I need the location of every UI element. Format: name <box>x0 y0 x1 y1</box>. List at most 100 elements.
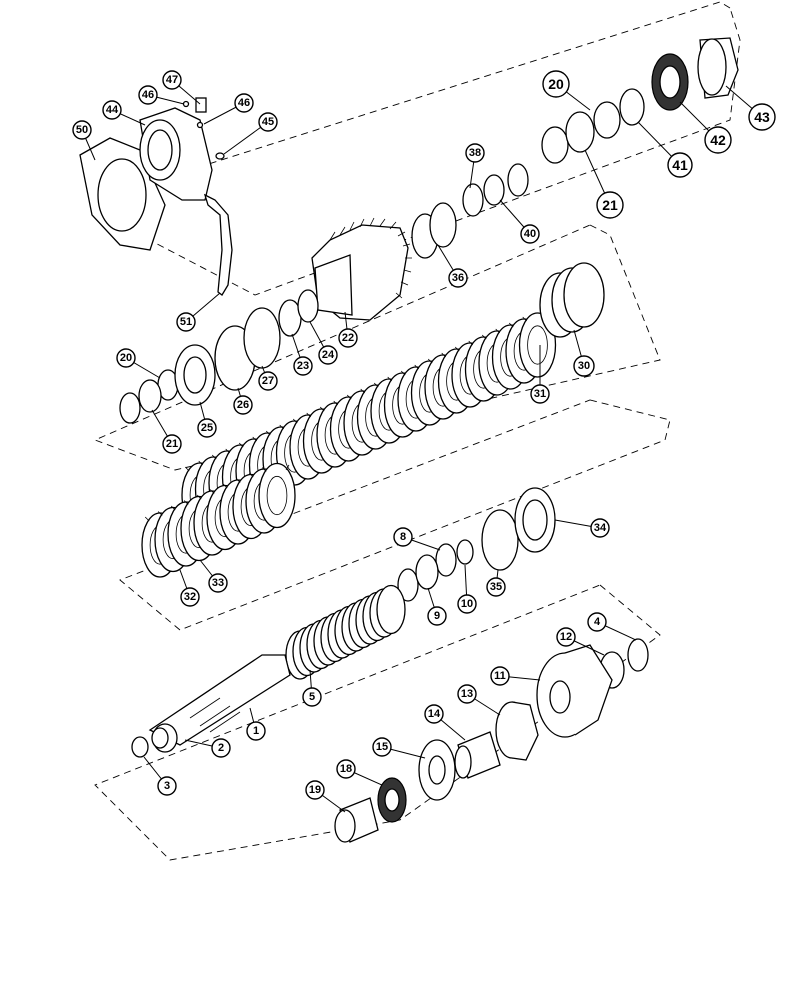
clutch-pack-31 <box>181 312 557 528</box>
callout-40: 40 <box>499 199 540 244</box>
phantom-outline-clutch <box>119 399 671 631</box>
callout-label: 2 <box>218 742 224 754</box>
cup-19 <box>334 797 379 843</box>
spacer-40 <box>483 174 505 206</box>
callout-41: 41 <box>637 121 693 178</box>
callout-13: 13 <box>457 684 501 716</box>
cone-bearing-18 <box>377 777 407 823</box>
callout-20: 20 <box>116 348 161 379</box>
callout-label: 42 <box>710 132 726 148</box>
thrust-bearing-21-lower <box>138 379 162 413</box>
callout-15: 15 <box>372 737 426 759</box>
callout-9: 9 <box>427 587 447 626</box>
callout-label: 47 <box>166 74 178 86</box>
plug-45 <box>215 152 225 160</box>
callout-label: 20 <box>120 352 132 364</box>
callout-42: 42 <box>679 101 732 154</box>
shaft-1 <box>148 654 291 753</box>
callout-label: 50 <box>76 124 88 136</box>
callout-23: 23 <box>291 333 313 376</box>
callout-24: 24 <box>309 321 338 365</box>
snap-ring-4 <box>627 638 649 672</box>
callout-label: 20 <box>548 76 564 92</box>
washer-46 <box>182 100 204 129</box>
callout-5: 5 <box>302 669 322 707</box>
callout-label: 3 <box>164 780 170 792</box>
callout-label: 31 <box>534 388 546 400</box>
callout-20: 20 <box>542 70 591 111</box>
callout-label: 4 <box>594 616 601 628</box>
gear-13 <box>495 701 539 761</box>
callout-25: 25 <box>197 401 217 438</box>
callout-36: 36 <box>437 244 468 288</box>
seal-24 <box>297 289 319 323</box>
bushing-2 <box>151 727 169 749</box>
callout-30: 30 <box>573 329 595 377</box>
callout-label: 45 <box>262 116 274 128</box>
seal-ring-27 <box>243 307 281 369</box>
needle-bearing-3 <box>131 736 149 758</box>
callout-label: 51 <box>180 316 192 328</box>
callout-label: 35 <box>490 581 502 593</box>
spring-30 <box>539 262 605 338</box>
needle-bearing-38 <box>462 163 529 217</box>
callout-21: 21 <box>584 149 624 219</box>
callout-label: 25 <box>201 422 213 434</box>
piston-25 <box>174 344 216 406</box>
callout-label: 32 <box>184 591 196 603</box>
thrust-bearing-21-upper <box>565 111 595 153</box>
snap-ring-35 <box>481 509 519 571</box>
callout-45: 45 <box>223 112 278 155</box>
callout-label: 10 <box>461 598 473 610</box>
callout-27: 27 <box>258 365 278 391</box>
callout-34: 34 <box>554 518 610 538</box>
callout-label: 38 <box>469 147 481 159</box>
callout-label: 24 <box>322 349 335 361</box>
callout-32: 32 <box>179 569 200 607</box>
phantom-outline-middle <box>93 224 661 471</box>
callout-label: 30 <box>578 360 590 372</box>
callout-21: 21 <box>151 409 182 454</box>
callout-19: 19 <box>305 780 346 813</box>
callout-label: 46 <box>142 89 154 101</box>
callout-label: 19 <box>309 784 321 796</box>
spring-5 <box>285 584 406 680</box>
callout-43: 43 <box>725 85 776 131</box>
end-plate-34 <box>514 487 556 553</box>
callout-31: 31 <box>530 345 550 404</box>
callout-51: 51 <box>176 292 221 332</box>
lube-tube-51 <box>203 193 233 296</box>
callout-label: 22 <box>342 332 354 344</box>
callout-46: 46 <box>203 93 254 125</box>
callout-44: 44 <box>102 100 146 126</box>
callout-46: 46 <box>138 85 185 105</box>
phantom-outline-lower <box>94 584 661 861</box>
callout-label: 36 <box>452 272 464 284</box>
callout-label: 23 <box>297 360 309 372</box>
thrust-bearing-9 <box>415 554 439 590</box>
callout-label: 41 <box>672 157 688 173</box>
callout-label: 12 <box>560 631 572 643</box>
callout-35: 35 <box>486 569 506 597</box>
callout-18: 18 <box>336 759 383 786</box>
callout-3: 3 <box>143 756 177 796</box>
snap-ring-10 <box>456 539 474 565</box>
callout-14: 14 <box>424 704 466 741</box>
clutch-pack-33 <box>141 462 296 578</box>
phantom-outline-upper <box>94 1 741 296</box>
thrust-washer-8 <box>397 543 457 602</box>
callout-label: 18 <box>340 763 352 775</box>
callout-label: 13 <box>461 688 473 700</box>
callout-label: 8 <box>400 531 406 543</box>
callout-label: 21 <box>166 438 178 450</box>
callout-label: 40 <box>524 228 536 240</box>
housing-44 <box>139 107 213 201</box>
callout-label: 21 <box>602 197 618 213</box>
cup-43 <box>697 37 739 99</box>
callout-label: 43 <box>754 109 770 125</box>
callout-label: 27 <box>262 375 274 387</box>
callout-2: 2 <box>184 738 231 758</box>
callout-8: 8 <box>393 527 441 551</box>
callout-label: 34 <box>594 522 607 534</box>
callout-26: 26 <box>233 387 253 415</box>
